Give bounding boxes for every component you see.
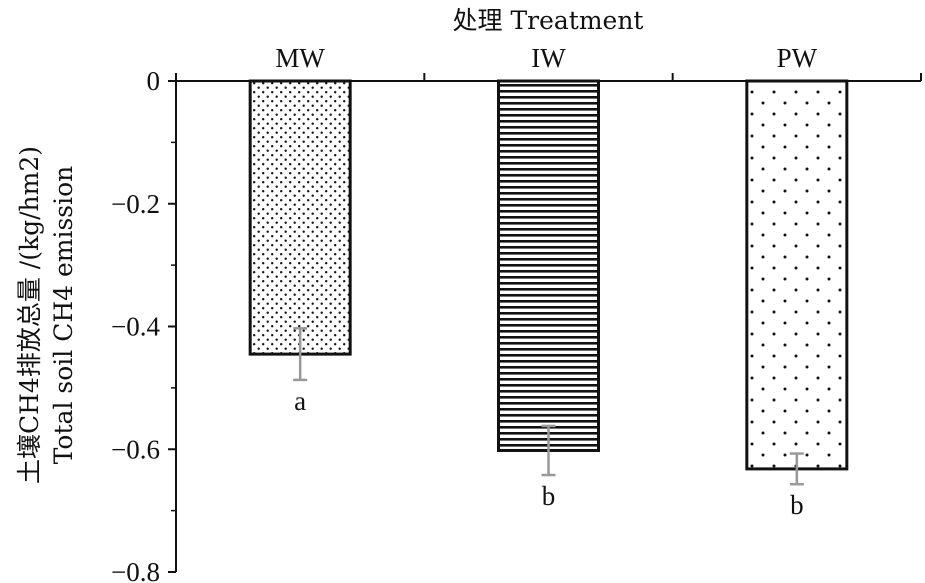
y-tick-label: −0.4	[111, 312, 160, 342]
y-axis-title-line1: 土壤CH4排放总量 /(kg/hm2)	[15, 146, 44, 484]
category-label-pw: PW	[777, 43, 818, 73]
category-label-iw: IW	[531, 43, 566, 73]
y-tick-label: 0	[147, 66, 161, 96]
y-ticks: 0 −0.2 −0.4 −0.6 −0.8	[111, 66, 176, 583]
significance-label-iw: b	[542, 481, 556, 511]
category-label-mw: MW	[275, 43, 325, 73]
y-tick-label: −0.8	[111, 557, 160, 583]
bar-iw	[497, 79, 600, 452]
significance-label-mw: a	[294, 386, 306, 416]
y-axis-title-line2: Total soil CH4 emission	[49, 166, 78, 465]
y-tick-label: −0.6	[111, 434, 160, 464]
significance-label-pw: b	[790, 490, 804, 520]
y-tick-label: −0.2	[111, 189, 160, 219]
bars: a b b	[248, 79, 849, 520]
category-labels: MW IW PW	[275, 43, 817, 73]
bar-mw	[248, 79, 352, 356]
bar-pw	[745, 79, 849, 471]
x-axis-title: 处理 Treatment	[453, 6, 644, 35]
